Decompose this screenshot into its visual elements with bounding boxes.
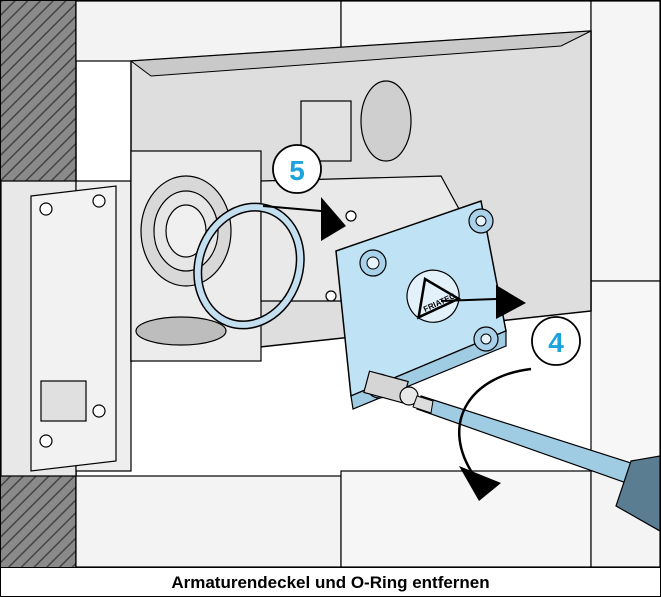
installation-illustration: FRIATEC 5 4 — [1, 1, 660, 567]
step-5-badge: 5 — [272, 144, 322, 194]
figure-caption: Armaturendeckel und O-Ring entfernen — [171, 572, 490, 592]
screw — [363, 370, 419, 406]
screwdriver — [412, 395, 660, 532]
caption-bar: Armaturendeckel und O-Ring entfernen — [1, 567, 660, 596]
step-5-number: 5 — [289, 155, 305, 186]
arrow-step-5 — [262, 205, 322, 212]
step-4-number: 4 — [548, 327, 564, 358]
arrow-step-4 — [440, 298, 497, 302]
tile-wall — [75, 1, 660, 567]
friatec-logo: FRIATEC — [406, 269, 462, 323]
step-4-badge: 4 — [531, 316, 581, 366]
rotation-arrow — [458, 367, 532, 472]
